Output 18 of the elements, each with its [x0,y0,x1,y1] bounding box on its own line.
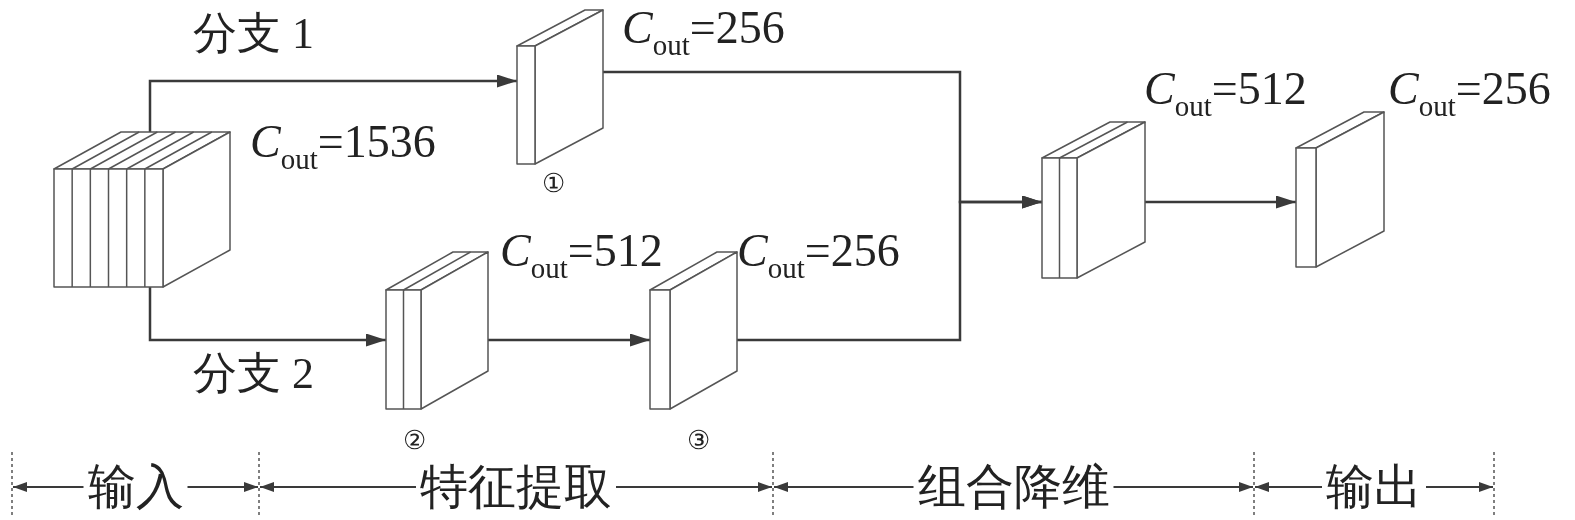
feature-map-cuboid [1042,122,1145,278]
callout-number: ③ [686,427,710,453]
stage-label: 组合降维 [917,463,1110,511]
stage-label: 输入 [87,463,184,511]
arrow [488,333,650,347]
branch-label: 分支 1 [193,12,314,56]
arrow [737,195,1042,342]
callout-number: ② [402,427,426,453]
callout-number: ① [541,170,565,196]
feature-map-cuboid [54,132,230,287]
branch-label: 分支 2 [193,352,314,396]
feature-map-cuboid [517,10,603,164]
arrow [1145,195,1296,209]
stage-label: 特征提取 [420,463,612,511]
feature-map-cuboid [386,252,488,409]
arrow [148,287,386,347]
arrow [148,74,517,132]
feature-map-cuboid [1296,112,1384,267]
